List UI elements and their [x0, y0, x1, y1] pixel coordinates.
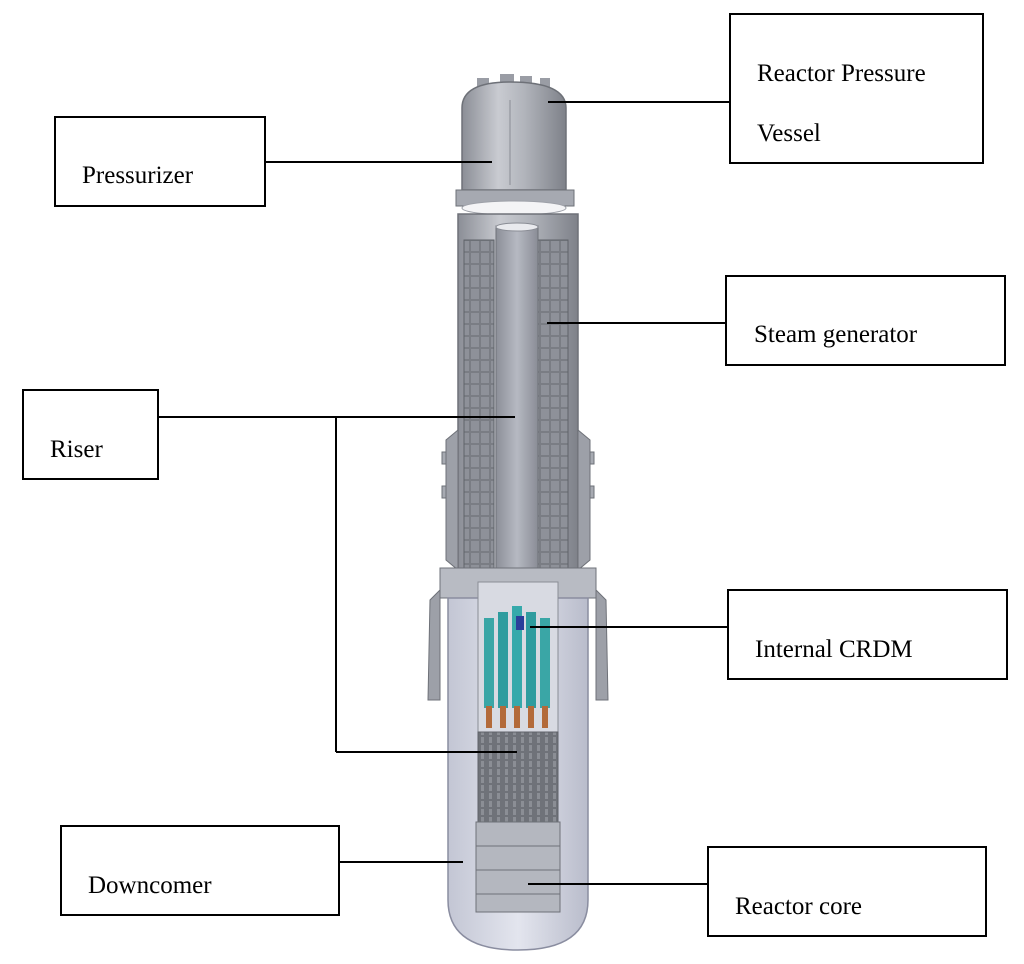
steam-generator-left: [463, 239, 495, 571]
steam-generator-right: [537, 239, 569, 571]
internal-crdm-label: Internal CRDM: [755, 636, 913, 663]
reactor-pressure-vessel-label-line1: Reactor Pressure: [757, 60, 926, 87]
crdm-drives: [484, 606, 550, 728]
reactor-core-box: [707, 846, 987, 937]
pressurizer-label: Pressurizer: [82, 162, 194, 189]
internal-crdm-box: [727, 589, 1008, 680]
reactor-core-label: Reactor core: [735, 893, 863, 920]
core-upper-structure: [477, 731, 559, 823]
reactor-core-block: [475, 821, 561, 913]
leader-lines: [158, 101, 730, 885]
downcomer-box: [60, 825, 340, 916]
riser-column: [495, 225, 539, 577]
reactor-pressure-vessel-box: [729, 13, 984, 164]
steam-generator-box: [725, 275, 1006, 366]
pressurizer-box: [54, 116, 266, 207]
riser-label: Riser: [50, 436, 103, 463]
reactor-pressure-vessel-label-line2: Vessel: [757, 120, 821, 147]
pressurizer-dome: [461, 81, 567, 191]
steam-generator-label: Steam generator: [754, 321, 918, 348]
riser-box: [22, 389, 159, 480]
downcomer-label: Downcomer: [88, 872, 212, 899]
